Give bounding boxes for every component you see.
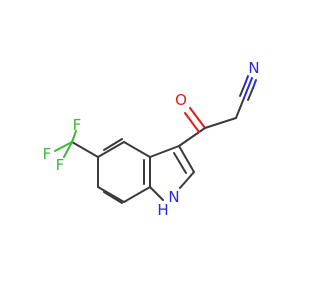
atom-label-fluorine-bottom: F — [56, 156, 65, 174]
atom-label-oxygen: O — [175, 91, 187, 109]
bond — [179, 171, 195, 189]
atom-label-fluorine-left: F — [43, 145, 52, 163]
atom-label-nitrile-nitrogen: N — [248, 59, 259, 77]
bond — [247, 87, 254, 101]
bond — [149, 186, 164, 201]
bond — [243, 77, 253, 99]
bond — [173, 152, 187, 174]
bond — [204, 117, 237, 129]
atom-label-fluorine-top: F — [73, 116, 82, 134]
bond — [178, 145, 195, 173]
bond — [184, 112, 200, 133]
bond — [252, 79, 257, 89]
bond — [71, 141, 99, 158]
benzene-ring — [97, 138, 151, 204]
trifluoromethyl-group — [54, 130, 99, 158]
bond — [149, 145, 180, 158]
bond — [54, 141, 73, 152]
bond — [97, 141, 125, 158]
bond — [178, 127, 206, 147]
cyanoacetyl-group — [178, 75, 257, 147]
molecule-drawing: O N N H F F F — [43, 59, 260, 219]
bond — [189, 107, 206, 129]
atom-label-indole-nitrogen: N — [168, 188, 179, 206]
bond — [123, 186, 151, 203]
bond — [103, 138, 123, 151]
bond — [123, 141, 151, 158]
atom-label-indole-hydrogen: H — [157, 201, 168, 219]
bond — [235, 97, 245, 119]
bond — [63, 141, 73, 158]
pyrrole-ring — [149, 145, 195, 201]
molecule-canvas: O N N H F F F — [43, 59, 260, 219]
bond — [71, 130, 77, 143]
bond — [103, 191, 123, 204]
bond — [239, 83, 246, 97]
bond — [244, 75, 249, 85]
bond — [97, 186, 125, 203]
